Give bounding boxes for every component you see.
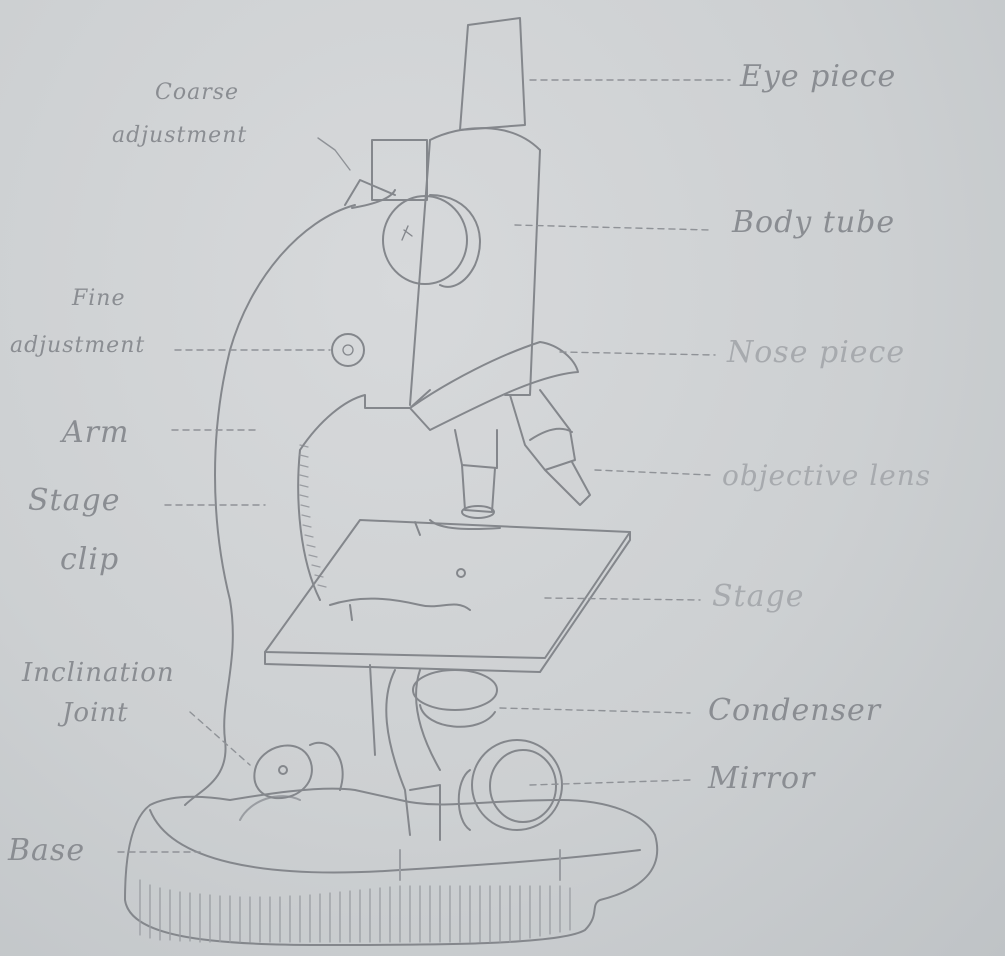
arm-curve (298, 450, 320, 600)
eyepiece-collar (430, 128, 540, 150)
label-body-tube: Body tube (732, 208, 895, 238)
stage-hole (457, 569, 465, 577)
condenser (413, 670, 497, 710)
leader-body-tube (515, 225, 710, 230)
base-hatch (140, 880, 570, 942)
pillar (370, 665, 410, 835)
fine-knob (332, 334, 364, 366)
nose-piece (410, 342, 578, 430)
stage-clip-left (330, 599, 470, 620)
leader-coarse (318, 138, 350, 170)
label-condenser: Condenser (708, 696, 881, 726)
stage-top (265, 520, 630, 658)
label-inclination-line1: Inclination (22, 660, 175, 686)
label-arm: Arm (62, 418, 129, 448)
leader-condenser (500, 708, 690, 713)
coarse-block (372, 140, 427, 200)
leader-objective (595, 470, 710, 475)
label-base: Base (8, 836, 85, 866)
body-tube-outline (410, 140, 540, 405)
leader-nose-piece (560, 352, 715, 355)
coarse-ridge (345, 180, 395, 205)
leader-stage (545, 598, 700, 600)
inclination-joint (254, 746, 312, 799)
mirror (472, 740, 562, 830)
eyepiece-outline (460, 18, 525, 130)
label-stage-clip-line2: clip (60, 545, 119, 575)
label-inclination-line2: Joint (62, 700, 129, 726)
base-top (150, 810, 640, 873)
leader-mirror (530, 780, 690, 785)
arm-teeth (300, 445, 326, 587)
base-shape (125, 789, 657, 945)
label-fine-line2: adjustment (10, 335, 145, 357)
label-stage-clip-line1: Stage (28, 486, 120, 516)
stage-edge (265, 532, 630, 672)
label-nose-piece: Nose piece (727, 338, 905, 368)
label-eye-piece: Eye piece (740, 62, 896, 92)
base-knot (240, 796, 560, 880)
objective-left (455, 430, 497, 512)
label-stage: Stage (712, 582, 804, 612)
label-mirror: Mirror (708, 764, 815, 794)
objective-right (510, 390, 590, 505)
label-objective-lens: objective lens (722, 462, 931, 490)
label-coarse-line1: Coarse (155, 82, 239, 104)
leader-inclination (190, 712, 250, 765)
label-fine-line1: Fine (72, 288, 126, 310)
label-coarse-line2: adjustment (112, 125, 247, 147)
